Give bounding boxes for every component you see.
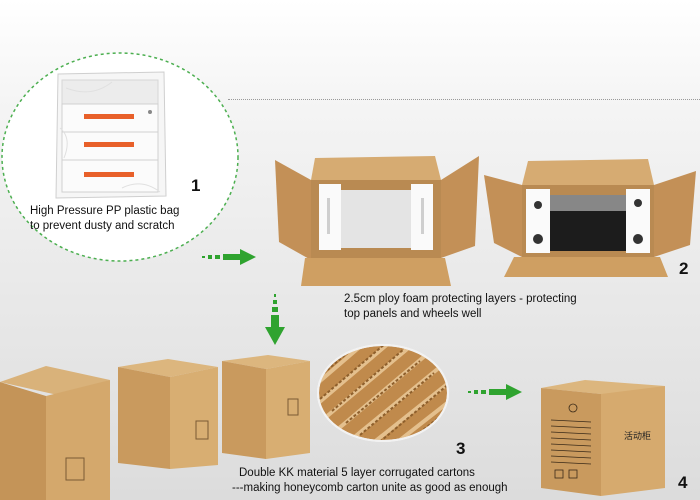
sealed-shipping-box <box>541 380 667 496</box>
step-2-number: 2 <box>679 259 689 278</box>
arrow-right-icon <box>200 248 258 266</box>
box-print-label: 活动柜 <box>624 431 652 441</box>
open-box-foam-wheels <box>484 157 696 279</box>
step-3-number: 3 <box>456 439 466 458</box>
carton-box-2 <box>118 359 222 469</box>
dotted-divider <box>228 99 700 100</box>
arrow-down-icon <box>265 294 285 346</box>
step-2-caption-line2: top panels and wheels well <box>344 308 482 320</box>
carton-box-1 <box>0 366 118 500</box>
corrugated-layers-circle <box>316 343 450 443</box>
step-1-caption-line2: to prevent dusty and scratch <box>30 220 175 232</box>
arrow-right-icon <box>466 383 524 401</box>
carton-box-3 <box>222 355 314 459</box>
step-3-caption-line1: Double KK material 5 layer corrugated ca… <box>239 467 475 479</box>
step-1-caption-line1: High Pressure PP plastic bag <box>30 205 180 217</box>
step-3-caption-line2: ---making honeycomb carton unite as good… <box>232 482 508 494</box>
step-4-number: 4 <box>678 473 688 492</box>
step-1-number: 1 <box>191 176 201 195</box>
cabinet-in-plastic-bag <box>52 68 170 200</box>
step-2-caption-line1: 2.5cm ploy foam protecting layers - prot… <box>344 293 577 305</box>
open-box-foam-top <box>275 150 479 288</box>
